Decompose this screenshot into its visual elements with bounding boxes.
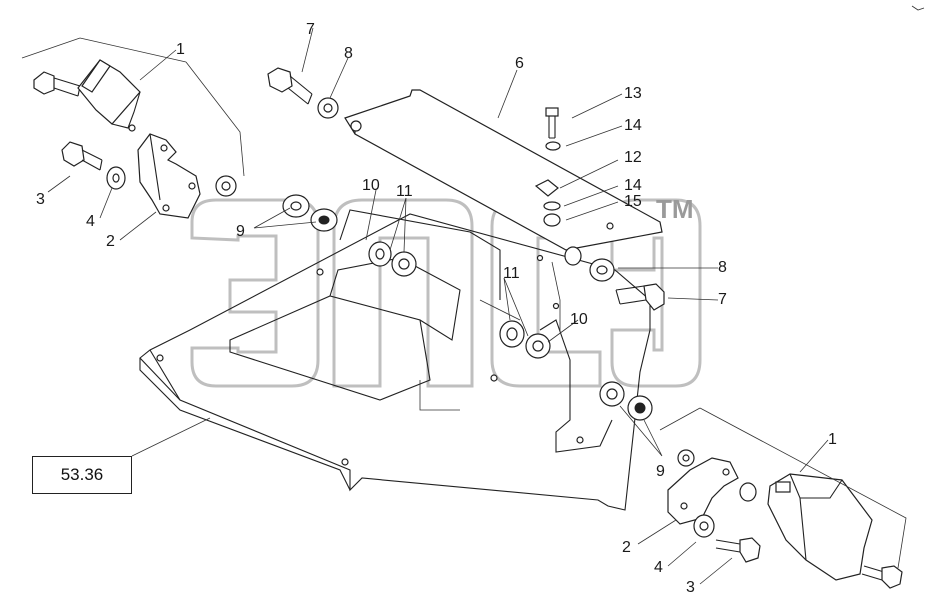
bar-6 — [344, 89, 663, 251]
clip-12 — [534, 179, 559, 197]
callout-11-right: 11 — [503, 265, 520, 282]
washer-14-top — [545, 141, 561, 151]
grommet-9-right — [599, 381, 653, 421]
callout-15: 15 — [624, 193, 642, 210]
callout-10-right: 10 — [570, 311, 588, 328]
reference-page-box[interactable]: 53.36 — [32, 456, 132, 494]
callout-8-right: 8 — [718, 259, 727, 276]
bolt-3-right-bottom — [861, 565, 903, 589]
washer-8-top — [317, 97, 339, 119]
bolt-7-right — [615, 283, 665, 311]
nut-15 — [543, 213, 561, 227]
callout-12: 12 — [624, 149, 642, 166]
callout-7-top: 7 — [306, 21, 315, 38]
bolt-3-left — [61, 141, 103, 171]
callout-2-left: 2 — [106, 233, 115, 250]
callout-14-top: 14 — [624, 117, 642, 134]
reference-page-label: 53.36 — [60, 465, 104, 484]
callout-10-mid: 10 — [362, 177, 380, 194]
callout-14-bottom: 14 — [624, 177, 642, 194]
grommet-9-left — [282, 194, 338, 232]
grommet-10-11-mid — [368, 241, 417, 277]
mounting-plate — [139, 209, 651, 511]
nut-right — [677, 449, 695, 467]
washer-8-right — [564, 246, 615, 282]
buckle-1-left — [77, 59, 141, 132]
callout-11-mid: 11 — [396, 183, 413, 200]
corner-mark — [911, 5, 925, 11]
callout-2-right: 2 — [622, 539, 631, 556]
grommet-10-11-right — [499, 320, 551, 359]
callout-labels: 1 1 2 2 3 3 4 4 6 7 7 8 8 9 9 10 10 11 1… — [36, 21, 837, 596]
trademark-label: TM — [656, 194, 694, 224]
callout-1-right: 1 — [828, 431, 837, 448]
leader-lines — [21, 27, 907, 585]
bolt-7-top — [267, 67, 313, 105]
callout-9-right: 9 — [656, 463, 665, 480]
callout-9-left: 9 — [236, 223, 245, 240]
callout-13: 13 — [624, 85, 642, 102]
callout-4-right: 4 — [654, 559, 663, 576]
buckle-1-right — [767, 473, 873, 581]
washer-4-left — [106, 166, 126, 190]
callout-7-right: 7 — [718, 291, 727, 308]
bracket-2-left — [137, 133, 201, 219]
bolt-13 — [545, 107, 559, 139]
callout-3-left: 3 — [36, 191, 45, 208]
nut-left — [215, 175, 237, 197]
callout-3-right: 3 — [686, 579, 695, 596]
washer-14-bottom — [543, 201, 561, 211]
callout-1-left: 1 — [176, 41, 185, 58]
bolt-3-right — [715, 537, 761, 563]
callout-6: 6 — [515, 55, 524, 72]
callout-4-left: 4 — [86, 213, 95, 230]
callout-8-top: 8 — [344, 45, 353, 62]
bolt-3-left-top — [33, 71, 81, 97]
bracket-2-right — [667, 457, 739, 525]
washer-4-right — [693, 482, 757, 538]
